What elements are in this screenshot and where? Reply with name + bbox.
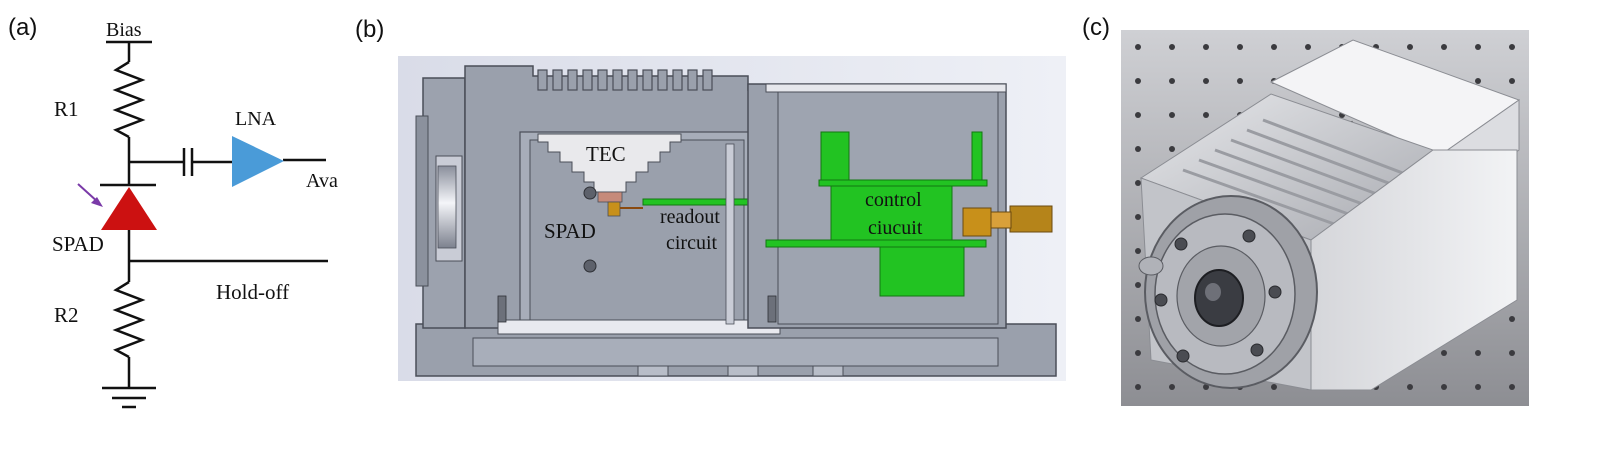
cross-section-drawing: TEC SPAD readout circuit control ciucuit — [398, 56, 1066, 381]
mounting-tab — [1138, 256, 1164, 276]
flange-bolt — [1242, 229, 1256, 243]
control-board-tab-left — [820, 131, 850, 183]
flange-bolt — [1268, 285, 1282, 299]
label-control-2: ciucuit — [868, 217, 923, 239]
panel-label-b: (b) — [355, 16, 385, 43]
screw-upper — [583, 186, 597, 200]
flange-bolt — [1174, 237, 1188, 251]
label-lna: LNA — [235, 108, 277, 130]
photon-arrow-head — [91, 197, 103, 207]
resistor-r2 — [112, 280, 146, 359]
device-photo — [1121, 30, 1529, 406]
label-spad: SPAD — [52, 232, 104, 256]
flange-bolt — [1176, 349, 1190, 363]
sma-connector-thread — [1009, 205, 1053, 233]
amplifier-triangle — [232, 136, 284, 187]
label-r2: R2 — [54, 303, 79, 327]
label-readout-1: readout — [660, 206, 720, 228]
spad-diode-triangle — [101, 187, 157, 230]
label-tec: TEC — [586, 142, 626, 166]
control-board-lower — [765, 239, 987, 248]
control-board-tab-right — [971, 131, 983, 183]
spad-chip — [607, 201, 621, 217]
control-board-upper — [818, 179, 988, 187]
panel-label-a: (a) — [8, 14, 38, 41]
tec-cold-plate — [597, 191, 623, 203]
flange-bolt — [1154, 293, 1168, 307]
label-bias: Bias — [106, 19, 142, 41]
label-readout-2: circuit — [666, 232, 718, 254]
circuit-schematic: Bias R1 LNA Ava SPAD Hold-off R2 — [52, 19, 338, 409]
optical-window — [1194, 269, 1244, 327]
panel-label-c: (c) — [1082, 14, 1110, 41]
tec-cooler — [537, 133, 682, 193]
label-spad-b: SPAD — [544, 219, 596, 243]
label-ava: Ava — [306, 170, 338, 192]
flange-bolt — [1250, 343, 1264, 357]
sma-connector-body — [962, 207, 992, 237]
resistor-r1 — [112, 60, 146, 139]
label-r1: R1 — [54, 97, 79, 121]
label-control-1: control — [865, 189, 922, 211]
label-holdoff: Hold-off — [216, 280, 289, 304]
screw-lower — [583, 259, 597, 273]
